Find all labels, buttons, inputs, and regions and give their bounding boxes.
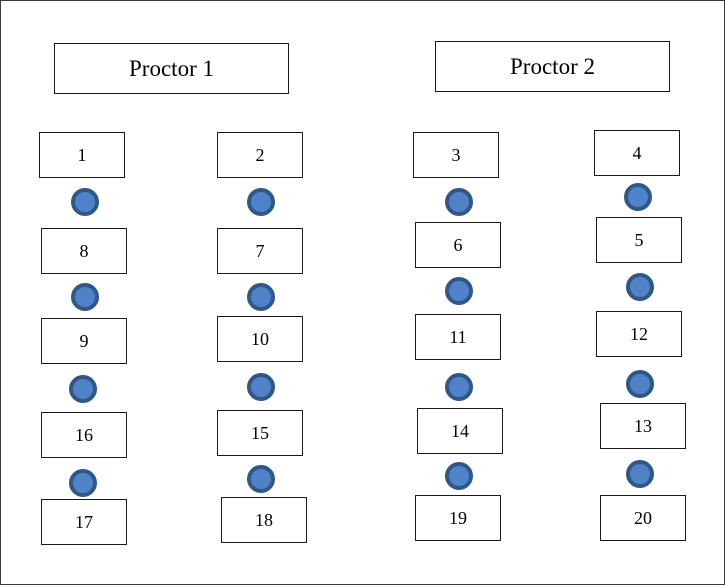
desk-2: 2: [217, 132, 303, 178]
desk-7: 7: [217, 228, 303, 274]
desk-10: 10: [217, 316, 303, 362]
seat-icon: [624, 183, 652, 211]
seat-icon: [445, 373, 473, 401]
desk-15: 15: [217, 410, 303, 456]
desk-1: 1: [39, 132, 125, 178]
seat-icon: [247, 283, 275, 311]
seat-icon: [69, 375, 97, 403]
seat-icon: [445, 462, 473, 490]
seat-icon: [247, 465, 275, 493]
seat-icon: [71, 283, 99, 311]
desk-20: 20: [600, 495, 686, 541]
desk-9: 9: [41, 318, 127, 364]
desk-5: 5: [596, 217, 682, 263]
desk-18: 18: [221, 497, 307, 543]
desk-19: 19: [415, 495, 501, 541]
seat-icon: [626, 460, 654, 488]
seat-icon: [247, 373, 275, 401]
seat-icon: [626, 370, 654, 398]
desk-6: 6: [415, 222, 501, 268]
seat-icon: [626, 273, 654, 301]
seat-icon: [247, 188, 275, 216]
desk-17: 17: [41, 499, 127, 545]
desk-13: 13: [600, 403, 686, 449]
seat-icon: [71, 188, 99, 216]
desk-16: 16: [41, 412, 127, 458]
desk-14: 14: [417, 408, 503, 454]
desk-4: 4: [594, 130, 680, 176]
seat-icon: [445, 188, 473, 216]
proctor-2-box: Proctor 2: [435, 41, 670, 92]
proctor-1-box: Proctor 1: [54, 43, 289, 94]
desk-11: 11: [415, 314, 501, 360]
desk-8: 8: [41, 228, 127, 274]
seat-icon: [69, 469, 97, 497]
desk-12: 12: [596, 311, 682, 357]
seat-icon: [445, 277, 473, 305]
desk-3: 3: [413, 132, 499, 178]
